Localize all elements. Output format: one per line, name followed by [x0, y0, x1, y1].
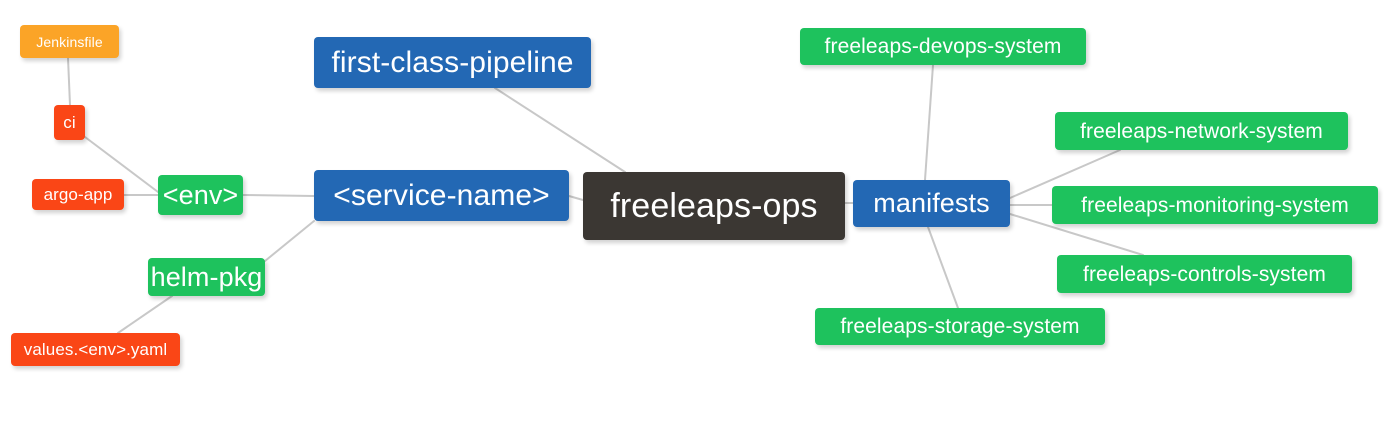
- edge-manifests-to-devops-system: [924, 64, 934, 181]
- node-env[interactable]: <env>: [158, 175, 243, 215]
- node-label-freeleaps-ops: freeleaps-ops: [610, 187, 818, 225]
- node-first-class-pipeline[interactable]: first-class-pipeline: [314, 37, 591, 88]
- node-jenkinsfile[interactable]: Jenkinsfile: [20, 25, 119, 58]
- edge-jenkinsfile-to-ci: [67, 57, 71, 106]
- node-helm-pkg[interactable]: helm-pkg: [148, 258, 265, 296]
- edge-helm-pkg-to-service-name: [264, 220, 315, 262]
- node-argo-app[interactable]: argo-app: [32, 179, 124, 210]
- node-label-ci: ci: [63, 113, 76, 132]
- node-storage-system[interactable]: freeleaps-storage-system: [815, 308, 1105, 345]
- node-label-values-yaml: values.<env>.yaml: [23, 340, 168, 359]
- node-values-yaml[interactable]: values.<env>.yaml: [11, 333, 180, 366]
- node-controls-system[interactable]: freeleaps-controls-system: [1057, 255, 1352, 293]
- edge-values-yaml-to-helm-pkg: [117, 295, 173, 334]
- node-label-devops-system: freeleaps-devops-system: [824, 35, 1062, 58]
- node-label-jenkinsfile: Jenkinsfile: [36, 33, 103, 50]
- node-ci[interactable]: ci: [54, 105, 85, 140]
- node-monitoring-system[interactable]: freeleaps-monitoring-system: [1052, 186, 1378, 224]
- node-service-name[interactable]: <service-name>: [314, 170, 569, 221]
- node-label-monitoring-system: freeleaps-monitoring-system: [1081, 193, 1349, 217]
- node-label-storage-system: freeleaps-storage-system: [840, 315, 1080, 338]
- edge-env-to-service-name: [242, 194, 315, 197]
- node-label-first-class-pipeline: first-class-pipeline: [331, 45, 574, 79]
- node-label-helm-pkg: helm-pkg: [150, 261, 263, 292]
- node-label-env: <env>: [162, 179, 239, 210]
- node-label-controls-system: freeleaps-controls-system: [1083, 262, 1326, 286]
- edge-first-class-pipeline-to-freeleaps-ops: [494, 87, 626, 173]
- node-devops-system[interactable]: freeleaps-devops-system: [800, 28, 1086, 65]
- node-label-network-system: freeleaps-network-system: [1080, 119, 1323, 143]
- node-label-manifests: manifests: [873, 188, 990, 218]
- node-label-service-name: <service-name>: [333, 178, 550, 212]
- node-label-argo-app: argo-app: [43, 185, 113, 204]
- node-network-system[interactable]: freeleaps-network-system: [1055, 112, 1348, 150]
- node-manifests[interactable]: manifests: [853, 180, 1010, 227]
- edge-service-name-to-freeleaps-ops: [568, 195, 584, 201]
- edge-manifests-to-storage-system: [927, 226, 959, 309]
- node-freeleaps-ops[interactable]: freeleaps-ops: [583, 172, 845, 240]
